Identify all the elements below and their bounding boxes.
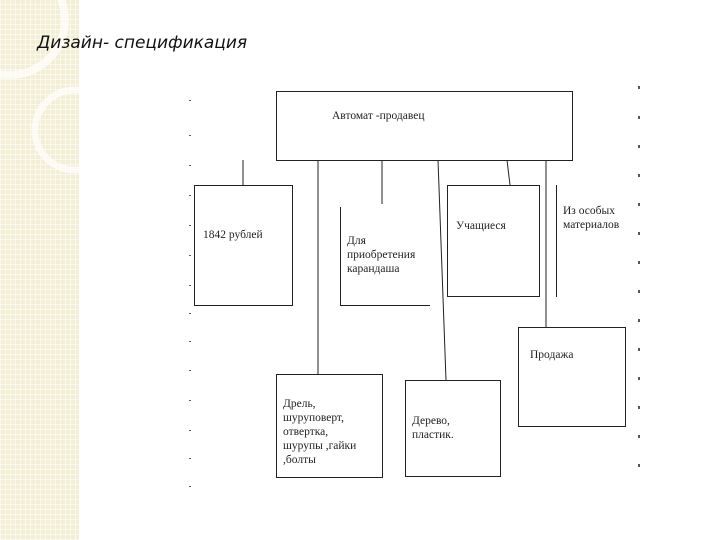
margin-dot	[189, 135, 191, 136]
node-users-label: Учащиеся	[456, 220, 506, 232]
margin-mark	[638, 377, 640, 380]
margin-mark	[638, 319, 640, 322]
margin-mark	[638, 464, 640, 467]
margin-dot	[189, 255, 191, 256]
margin-dot	[189, 285, 191, 286]
margin-mark	[638, 174, 640, 177]
margin-dot	[189, 195, 191, 196]
margin-dot	[189, 430, 191, 431]
node-sale-label: Продажа	[530, 349, 574, 361]
node-purpose-label: Для приобретения карандаша	[347, 235, 416, 275]
margin-mark	[638, 261, 640, 264]
connector-root-materials	[437, 159, 447, 381]
margin-dot	[189, 458, 191, 459]
node-purpose: Для приобретения карандаша	[340, 207, 430, 306]
margin-dot	[189, 341, 191, 342]
connector-root-user	[506, 159, 511, 186]
margin-dot	[189, 225, 191, 226]
node-vending-machine-label: Автомат -продавец	[332, 110, 425, 122]
node-vending-machine: Автомат -продавец	[276, 91, 573, 161]
margin-mark	[638, 203, 640, 206]
node-tools-label: Дрель, шуруповерт, отвертка, шурупы ,гай…	[283, 398, 357, 466]
margin-dot	[189, 400, 191, 401]
margin-mark	[638, 145, 640, 148]
node-sale: Продажа	[518, 327, 626, 427]
node-special-materials-label: Из особых материалов	[563, 205, 620, 231]
node-price-label: 1842 рублей	[203, 229, 263, 241]
margin-mark	[638, 348, 640, 351]
margin-dot	[189, 165, 191, 166]
node-price: 1842 рублей	[194, 185, 293, 306]
margin-dot	[189, 313, 191, 314]
margin-dot	[189, 370, 191, 371]
margin-mark	[638, 406, 640, 409]
margin-dot	[189, 100, 191, 101]
node-special-materials: Из особых материалов	[556, 185, 641, 297]
node-tools: Дрель, шуруповерт, отвертка, шурупы ,гай…	[276, 374, 383, 478]
margin-mark	[638, 232, 640, 235]
node-materials: Дерево, пластик.	[405, 380, 501, 477]
margin-mark	[638, 116, 640, 119]
decorative-circles	[0, 0, 100, 174]
node-materials-label: Дерево, пластик.	[412, 415, 454, 441]
margin-mark	[638, 435, 640, 438]
slide-title: Дизайн- спецификация	[37, 33, 248, 53]
margin-mark	[638, 86, 640, 89]
margin-mark	[638, 290, 640, 293]
margin-dot	[189, 486, 191, 487]
node-users: Учащиеся	[447, 185, 540, 297]
